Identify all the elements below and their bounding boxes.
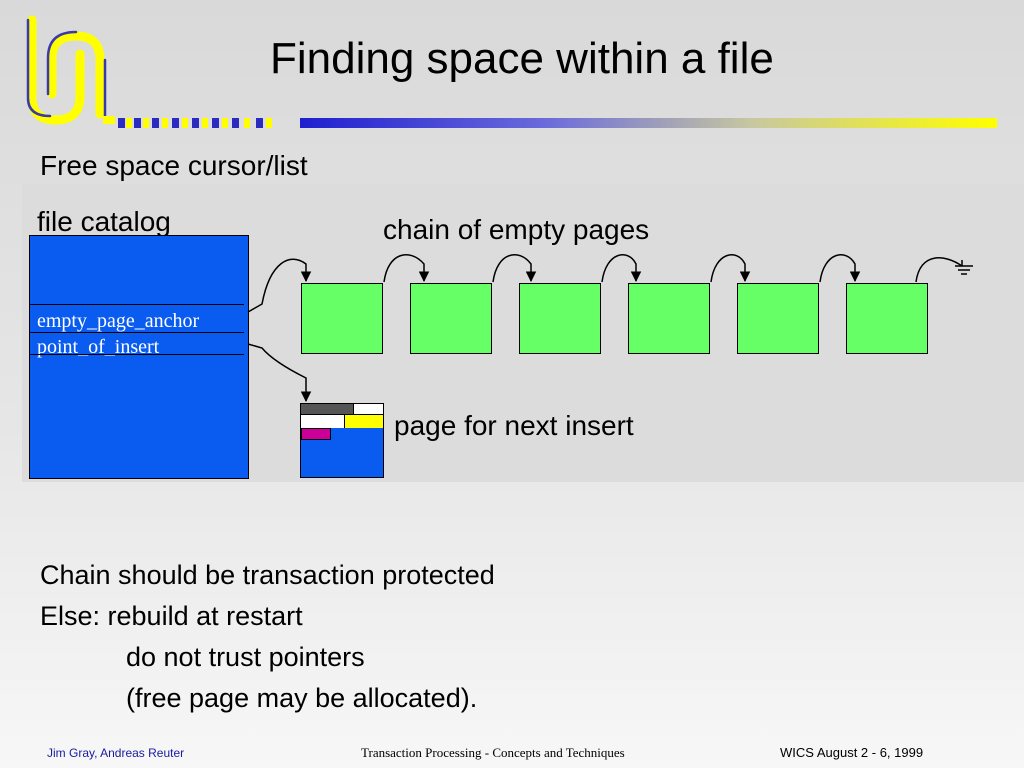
empty-page-anchor-field: empty_page_anchor — [37, 310, 200, 332]
file-catalog-box: empty_page_anchor point_of_insert — [29, 235, 249, 479]
empty-page — [628, 283, 710, 354]
bullet-line: Else: rebuild at restart — [40, 601, 303, 631]
bullet-line: (free page may be allocated). — [126, 683, 478, 713]
footer-authors: Jim Gray, Andreas Reuter — [47, 746, 185, 760]
record-block — [301, 428, 331, 440]
insert-page — [300, 403, 384, 478]
bullet-line: do not trust pointers — [126, 642, 365, 672]
insert-page-label: page for next insert — [394, 410, 634, 441]
catalog-divider — [30, 304, 244, 305]
logo — [26, 15, 272, 128]
record-block — [301, 404, 353, 414]
title-underline-bar — [300, 118, 997, 128]
empty-page — [410, 283, 492, 354]
catalog-divider — [30, 354, 244, 355]
record-block — [353, 404, 383, 414]
record-block — [345, 414, 383, 428]
bullet-line: Chain should be transaction protected — [40, 560, 495, 590]
empty-page — [301, 283, 383, 354]
catalog-divider — [30, 332, 244, 333]
footer-course: Transaction Processing - Concepts and Te… — [361, 745, 625, 760]
empty-page — [737, 283, 819, 354]
record-block — [301, 414, 345, 428]
page-title: Finding space within a file — [270, 34, 774, 83]
empty-page — [846, 283, 928, 354]
chain-label: chain of empty pages — [383, 214, 650, 245]
empty-page — [519, 283, 601, 354]
point-of-insert-field: point_of_insert — [37, 336, 160, 358]
file-catalog-label: file catalog — [37, 206, 171, 237]
footer-event: WICS August 2 - 6, 1999 — [780, 745, 924, 760]
subtitle: Free space cursor/list — [40, 150, 308, 181]
